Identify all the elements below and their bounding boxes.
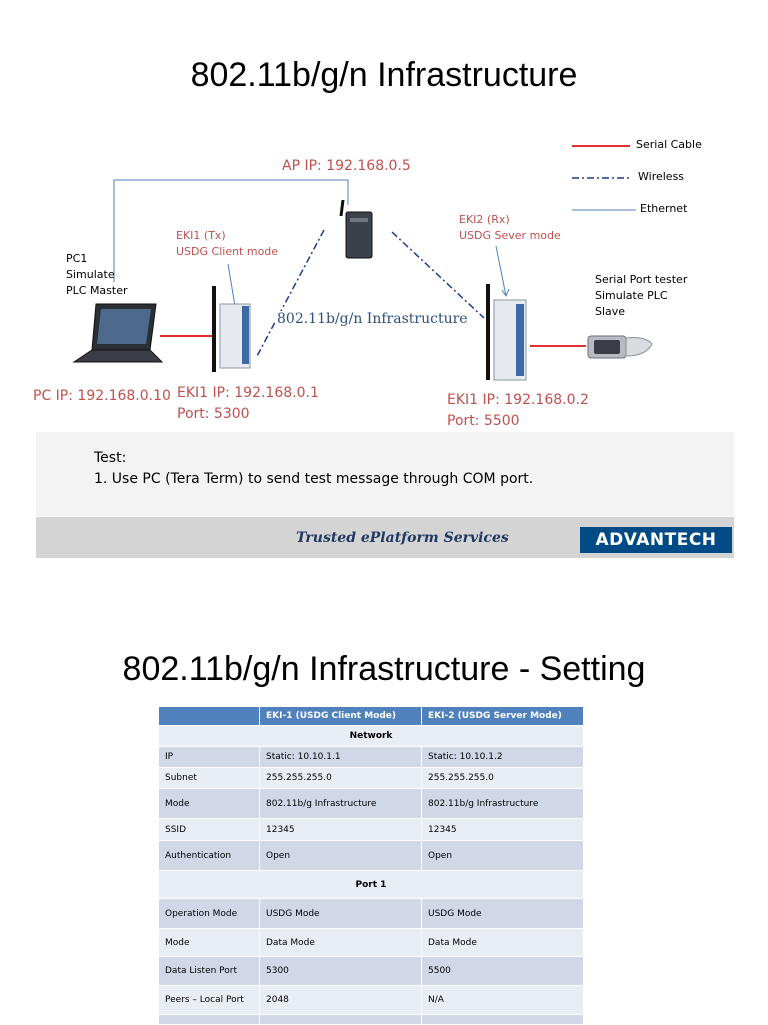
pc-ip-label: PC IP: 192.168.0.10 [33, 388, 171, 404]
table-section-row: Port 1 [158, 870, 584, 899]
tester-label-line1: Serial Port tester [595, 273, 688, 286]
table-cell: 12345 [421, 818, 584, 841]
eki2-mode-label: USDG Sever mode [459, 229, 561, 242]
table-row: Subnet 255.255.255.0 255.255.255.0 [158, 767, 584, 789]
table-cell: IP [158, 746, 260, 768]
table-header-row: EKI-1 (USDG Client Mode) EKI-2 (USDG Ser… [158, 706, 584, 726]
table-cell: Subnet [158, 767, 260, 789]
pc-label-line3: PLC Master [66, 284, 128, 297]
table-cell: Static: 10.10.1.1 [259, 746, 422, 768]
table-cell [158, 1014, 260, 1025]
infrastructure-label: 802.11b/g/n Infrastructure [275, 311, 470, 327]
table-cell: USDG Mode [259, 898, 422, 929]
table-cell: Data Listen Port [158, 956, 260, 986]
eki2-port-label: Port: 5500 [447, 413, 520, 429]
eki2-device-icon [486, 284, 527, 381]
table-row: Mode 802.11b/g Infrastructure 802.11b/g … [158, 788, 584, 819]
settings-table: EKI-1 (USDG Client Mode) EKI-2 (USDG Ser… [158, 706, 584, 1025]
table-cell: USDG Mode [421, 898, 584, 929]
table-cell: 5500 [421, 956, 584, 986]
table-row: IP Static: 10.10.1.1 Static: 10.10.1.2 [158, 746, 584, 768]
table-header-cell [158, 706, 260, 726]
table-cell: Open [259, 840, 422, 871]
table-cell: 12345 [259, 818, 422, 841]
table-cell: 2048 [259, 985, 422, 1015]
wireless-link-left [255, 229, 325, 359]
pc-label-line1: PC1 [66, 252, 88, 265]
eki1-device-icon [212, 286, 251, 372]
table-cell: N/A [421, 985, 584, 1015]
tester-label-line3: Slave [595, 305, 626, 318]
legend-ethernet: Ethernet [640, 202, 688, 215]
table-row: Data Listen Port 5300 5500 [158, 956, 584, 986]
table-row: Operation Mode USDG Mode USDG Mode [158, 898, 584, 929]
test-heading: Test: [94, 450, 127, 466]
table-row: SSID 12345 12345 [158, 818, 584, 841]
test-box [36, 432, 734, 516]
table-header-cell: EKI-2 (USDG Server Mode) [421, 706, 584, 726]
footer-tagline: Trusted ePlatform Services [296, 530, 509, 546]
network-diagram [72, 145, 653, 381]
table-cell: Open [421, 840, 584, 871]
legend-serial-cable: Serial Cable [636, 138, 702, 151]
ethernet-cable [113, 179, 349, 282]
table-cell: Mode [158, 788, 260, 819]
access-point-icon [339, 199, 373, 259]
table-cell: Data Mode [421, 928, 584, 957]
eki1-mode-label: USDG Client mode [176, 245, 279, 258]
table-cell: 5300 [259, 956, 422, 986]
table-row [158, 1014, 584, 1025]
ap-ip-label: AP IP: 192.168.0.5 [282, 158, 411, 174]
advantech-logo: ADVANTECH [580, 527, 732, 553]
test-step: 1. Use PC (Tera Term) to send test messa… [94, 471, 534, 487]
eki2-ip-label: EKI1 IP: 192.168.0.2 [447, 392, 589, 408]
slide2-title: 802.11b/g/n Infrastructure - Setting [122, 650, 646, 688]
table-cell: Peers – Local Port [158, 985, 260, 1015]
table-cell: Mode [158, 928, 260, 957]
table-cell: Operation Mode [158, 898, 260, 929]
section-port-1: Port 1 [158, 870, 584, 899]
eki2-role-label: EKI2 (Rx) [459, 213, 510, 226]
table-cell: Data Mode [259, 928, 422, 957]
table-cell: SSID [158, 818, 260, 841]
table-cell [259, 1014, 422, 1025]
table-cell: 255.255.255.0 [421, 767, 584, 789]
section-network: Network [158, 725, 584, 747]
table-row: Peers – Local Port 2048 N/A [158, 985, 584, 1015]
table-cell: 802.11b/g Infrastructure [421, 788, 584, 819]
wireless-link-right [391, 231, 485, 319]
pc-label-line2: Simulate [66, 268, 115, 281]
eki1-role-label: EKI1 (Tx) [176, 229, 226, 242]
eki1-ip-label: EKI1 IP: 192.168.0.1 [177, 385, 319, 401]
laptop-icon [72, 303, 164, 363]
slide-title: 802.11b/g/n Infrastructure [190, 56, 578, 94]
table-cell: Authentication [158, 840, 260, 871]
table-section-row: Network [158, 725, 584, 747]
table-cell: 255.255.255.0 [259, 767, 422, 789]
table-cell: Static: 10.10.1.2 [421, 746, 584, 768]
table-row: Mode Data Mode Data Mode [158, 928, 584, 957]
table-row: Authentication Open Open [158, 840, 584, 871]
legend-wireless: Wireless [638, 170, 685, 183]
table-cell: 802.11b/g Infrastructure [259, 788, 422, 819]
table-cell [421, 1014, 584, 1025]
eki1-port-label: Port: 5300 [177, 406, 250, 422]
tester-label-line2: Simulate PLC [595, 289, 668, 302]
table-header-cell: EKI-1 (USDG Client Mode) [259, 706, 422, 726]
serial-port-tester-icon [587, 335, 653, 359]
